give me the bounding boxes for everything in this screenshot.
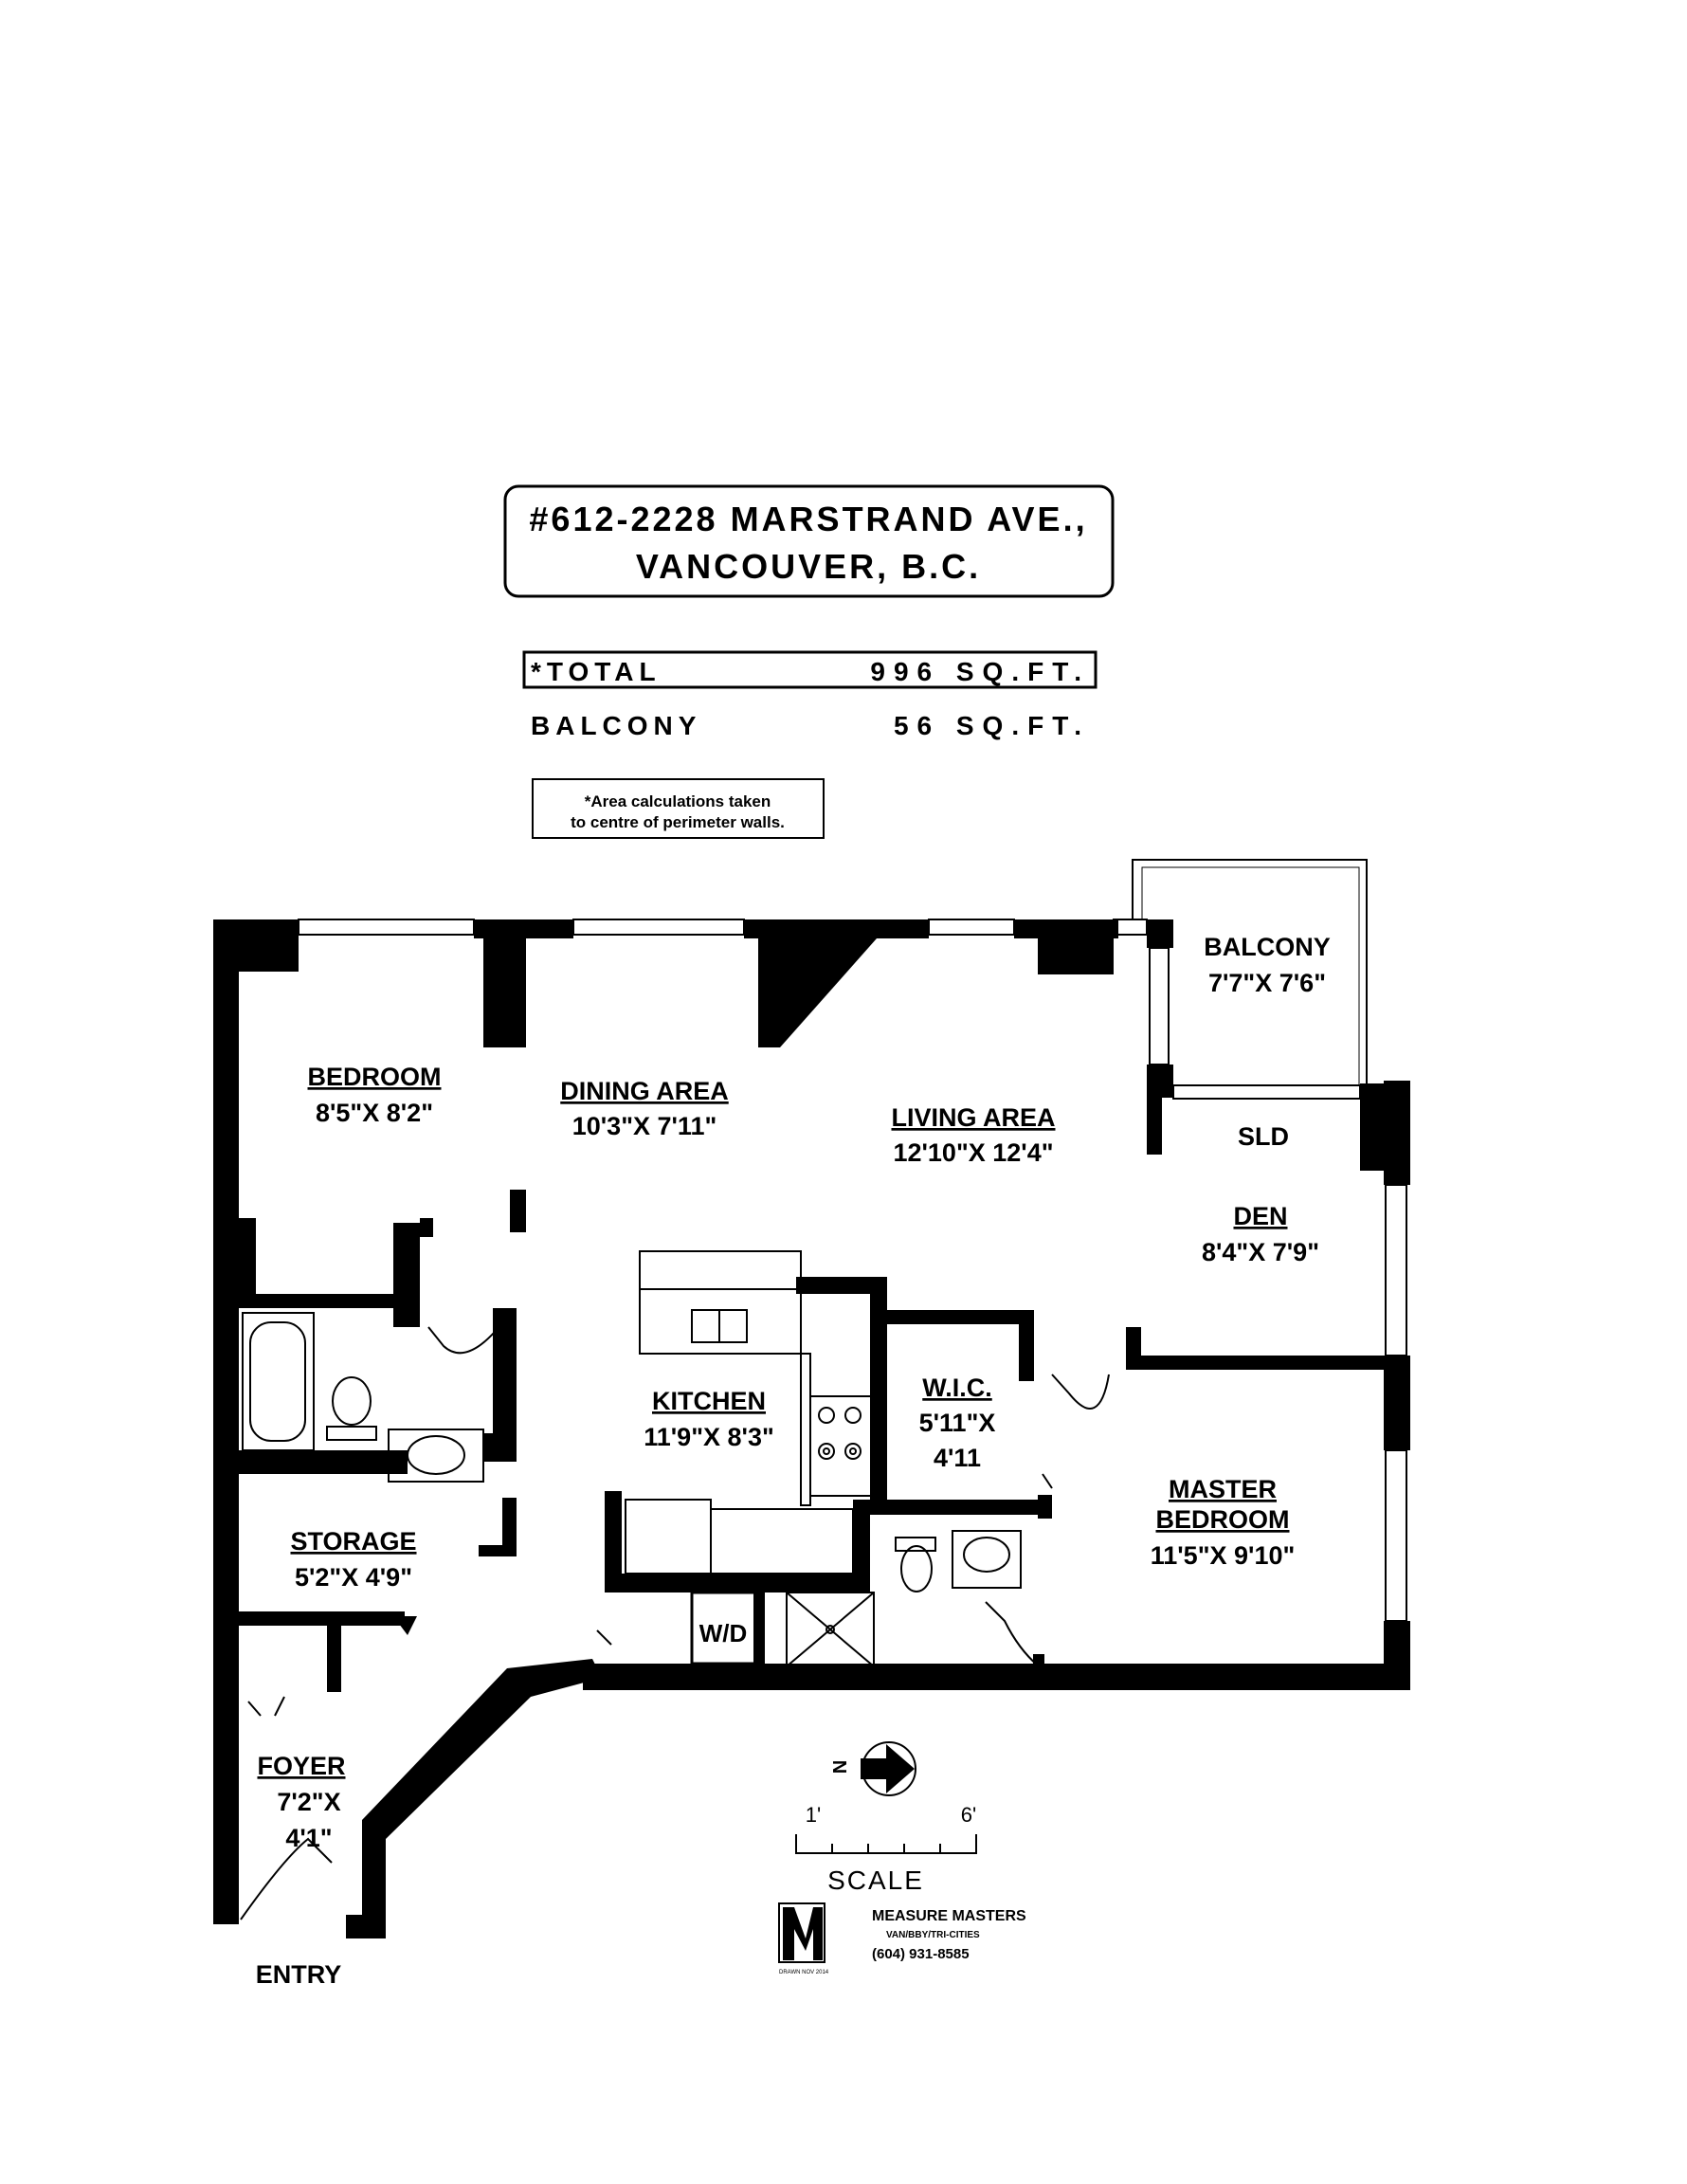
area-note-box <box>532 778 825 839</box>
bathtub <box>242 1312 315 1451</box>
entry-label: ENTRY <box>256 1960 342 1989</box>
logo-regions: VAN/BBY/TRI-CITIES <box>886 1930 980 1940</box>
toilet <box>326 1426 377 1441</box>
wic-dims-1: 5'11"X <box>919 1409 996 1437</box>
wic-name: W.I.C. <box>922 1374 992 1402</box>
wic-dims-2: 4'11 <box>934 1444 981 1472</box>
balcony-area-label: BALCONY <box>531 711 701 740</box>
stove <box>809 1395 873 1497</box>
master-name-2: BEDROOM <box>1156 1505 1290 1534</box>
kitchen-dims: 11'9"X 8'3" <box>644 1423 774 1451</box>
walls <box>213 919 1410 1938</box>
scale-bar: 1' 6' SCALE <box>795 1803 977 1895</box>
ensuite-sink <box>952 1530 1022 1589</box>
foyer-dims-1: 7'2"X <box>277 1788 340 1816</box>
measure-masters-logo: MEASURE MASTERS VAN/BBY/TRI-CITIES (604)… <box>778 1902 1026 1975</box>
den-dims: 8'4"X 7'9" <box>1202 1238 1319 1266</box>
address-line1: #612-2228 MARSTRAND AVE., <box>529 500 1087 538</box>
master-dims: 11'5"X 9'10" <box>1151 1541 1296 1570</box>
scale-end-label: 6' <box>961 1803 976 1827</box>
balcony-dims: 7'7"X 7'6" <box>1208 969 1326 997</box>
foyer-name: FOYER <box>257 1752 345 1780</box>
storage-dims: 5'2"X 4'9" <box>295 1563 412 1592</box>
shower <box>786 1592 875 1667</box>
scale-start-label: 1' <box>806 1803 821 1827</box>
foyer-dims-2: 4'1" <box>285 1824 332 1852</box>
north-label: N <box>828 1760 849 1774</box>
kitchen-name: KITCHEN <box>652 1387 766 1415</box>
storage-name: STORAGE <box>290 1527 416 1556</box>
total-value: 996 SQ.FT. <box>870 657 1090 686</box>
balcony-area-value: 56 SQ.FT. <box>894 711 1090 740</box>
den-name: DEN <box>1233 1202 1287 1230</box>
logo-company: MEASURE MASTERS <box>872 1908 1026 1924</box>
bedroom-name: BEDROOM <box>308 1063 442 1091</box>
living-name: LIVING AREA <box>891 1103 1055 1132</box>
scale-label: SCALE <box>827 1866 924 1895</box>
north-arrow-icon <box>861 1744 915 1793</box>
room-labels: BEDROOM 8'5"X 8'2" DINING AREA 10'3"X 7'… <box>256 933 1331 1989</box>
dining-dims: 10'3"X 7'11" <box>572 1112 717 1140</box>
mm-logo-icon <box>783 1907 823 1960</box>
balcony-name: BALCONY <box>1204 933 1331 961</box>
area-note-line2: to centre of perimeter walls. <box>571 813 785 831</box>
ensuite-toilet <box>900 1545 933 1592</box>
wd-label: W/D <box>699 1619 748 1647</box>
logo-drawn: DRAWN NOV 2014 <box>779 1970 829 1975</box>
master-name-1: MASTER <box>1169 1475 1277 1503</box>
total-label: *TOTAL <box>531 657 662 686</box>
living-dims: 12'10"X 12'4" <box>893 1138 1053 1167</box>
bedroom-dims: 8'5"X 8'2" <box>316 1099 433 1127</box>
balcony-outline <box>1132 859 1368 1085</box>
sink <box>388 1429 484 1483</box>
north-arrow: N <box>828 1741 916 1796</box>
total-row-box <box>522 650 1097 689</box>
logo-phone: (604) 931-8585 <box>872 1946 970 1962</box>
fixtures <box>242 1250 1022 1667</box>
address-box <box>503 484 1115 598</box>
windows <box>298 919 1407 1622</box>
sld-label: SLD <box>1238 1122 1289 1151</box>
dining-name: DINING AREA <box>560 1077 729 1105</box>
area-note-line1: *Area calculations taken <box>585 792 771 810</box>
address-line2: VANCOUVER, B.C. <box>636 547 981 586</box>
doors <box>240 1326 1110 1920</box>
